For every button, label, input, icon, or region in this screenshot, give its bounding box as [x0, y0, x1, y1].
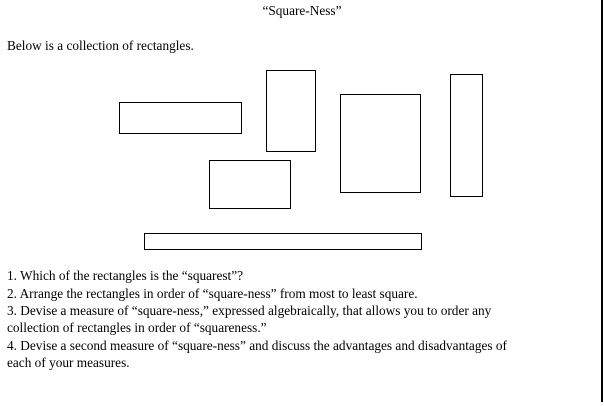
rectangle-5 — [209, 160, 291, 209]
rectangle-4 — [450, 74, 483, 197]
page-border-line — [601, 0, 603, 402]
question-1: 1. Which of the rectangles is the “squar… — [7, 268, 244, 283]
intro-text: Below is a collection of rectangles. — [7, 38, 194, 53]
question-4-continued: each of your measures. — [7, 355, 130, 370]
rectangle-1 — [119, 102, 242, 134]
rectangle-2 — [266, 70, 316, 152]
page-title: “Square-Ness” — [262, 3, 342, 18]
question-3-continued: collection of rectangles in order of “sq… — [7, 320, 267, 335]
rectangle-3 — [340, 94, 421, 193]
question-4: 4. Devise a second measure of “square-ne… — [7, 338, 507, 353]
rectangle-6 — [144, 233, 422, 250]
question-3: 3. Devise a measure of “square-ness,” ex… — [7, 303, 492, 318]
question-2: 2. Arrange the rectangles in order of “s… — [7, 286, 418, 301]
